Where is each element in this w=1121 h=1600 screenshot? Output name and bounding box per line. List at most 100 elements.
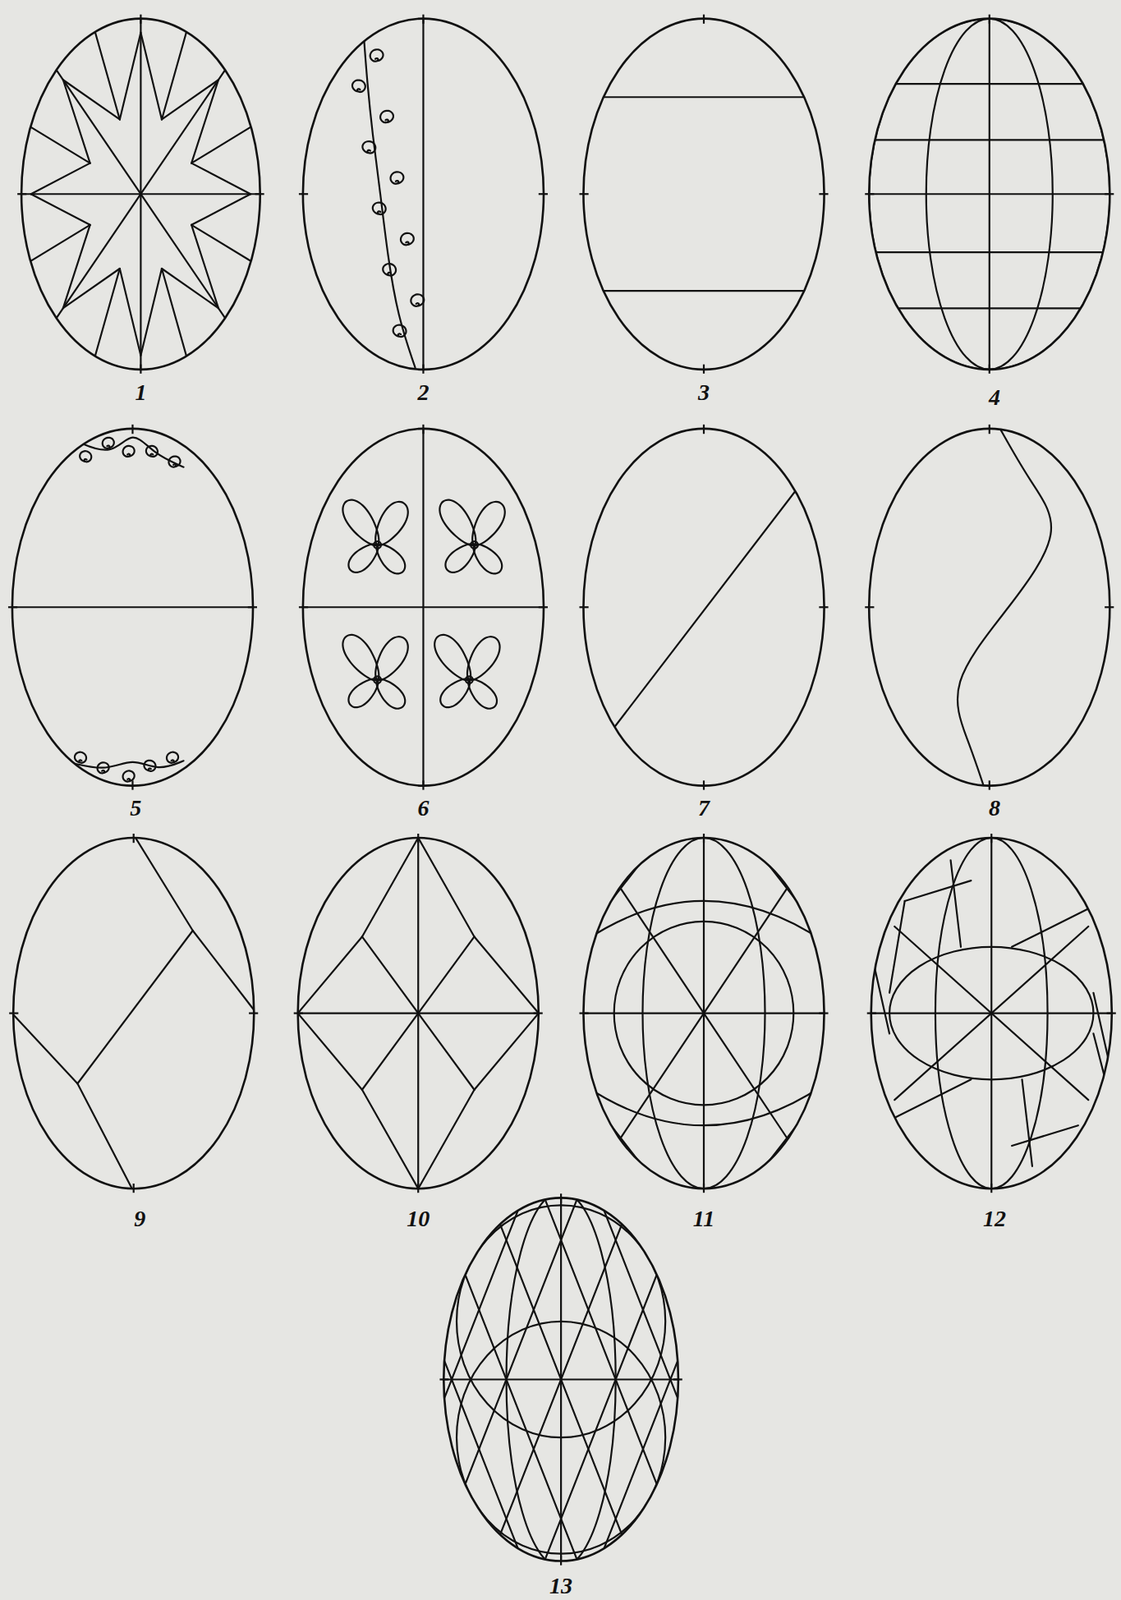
egg-outline-pattern	[859, 829, 1121, 1197]
ornament-line	[571, 96, 837, 98]
ornament-line	[74, 752, 87, 763]
axis-tick	[298, 606, 308, 608]
axis-tick	[702, 364, 705, 374]
egg-outline-pattern	[362, 1151, 760, 1600]
ornament-line	[362, 1013, 419, 1090]
ornament-line	[119, 268, 142, 356]
ornament-line	[373, 541, 382, 549]
axis-tick	[988, 424, 991, 434]
ornament-line	[871, 951, 890, 1034]
figure-number: 2	[417, 381, 429, 405]
egg-ornament	[571, 14, 837, 374]
ornament-line	[1011, 1125, 1079, 1146]
ornament-line	[63, 79, 91, 163]
axis-tick	[1107, 1011, 1117, 1014]
ornament-line	[375, 501, 409, 546]
egg-outline-pattern	[15, 9, 267, 379]
axis-tick	[990, 833, 993, 843]
ornament-line	[957, 422, 1052, 794]
ornament-line	[856, 192, 1121, 195]
egg-outline	[583, 18, 824, 370]
figure-number: 8	[988, 796, 1001, 820]
axis-tick	[702, 1183, 705, 1193]
ornament-line	[362, 1151, 542, 1600]
axis-tick	[248, 606, 258, 608]
ornament-line	[140, 32, 162, 120]
ornament-line	[376, 679, 406, 709]
egg-ornament	[578, 424, 828, 791]
axis-tick	[867, 1011, 877, 1014]
ornament-line	[342, 500, 379, 546]
ornament-line	[951, 859, 961, 947]
figure-number: 6	[417, 796, 429, 820]
ornament-line	[382, 263, 396, 276]
ornament-line	[410, 294, 424, 306]
ornament-line	[376, 544, 406, 575]
egg-outline-pattern	[856, 10, 1121, 378]
ornament-line	[191, 79, 219, 163]
axis-tick	[131, 424, 134, 434]
figure-number: 1	[134, 381, 147, 405]
axis-tick	[139, 14, 142, 24]
figure-number: 10	[406, 1207, 430, 1231]
axis-tick	[818, 192, 828, 195]
egg-outline	[583, 428, 824, 786]
egg-outline	[303, 428, 544, 786]
axis-tick	[988, 780, 991, 790]
axis-tick	[17, 192, 27, 195]
figure-number: 9	[133, 1207, 146, 1231]
axis-tick	[702, 833, 705, 843]
axis-tick	[990, 1183, 993, 1193]
figure-number: 7	[698, 796, 710, 820]
ornament-line	[468, 679, 497, 709]
egg-outline-pattern	[0, 424, 266, 791]
egg-outline-pattern	[571, 14, 837, 374]
axis-tick	[818, 1011, 828, 1014]
ornament-line	[390, 171, 405, 184]
axis-tick	[560, 1193, 562, 1204]
axis-tick	[439, 1378, 449, 1380]
egg-outline	[298, 837, 539, 1189]
axis-tick	[298, 192, 308, 195]
ornament-line	[63, 268, 120, 308]
axis-tick	[255, 192, 265, 195]
egg-ornament	[290, 420, 556, 795]
ornament-line	[140, 268, 162, 356]
axis-tick	[864, 606, 874, 608]
axis-tick	[578, 192, 589, 195]
ornament-line	[15, 192, 142, 195]
axis-tick	[560, 1555, 562, 1566]
figure-number: 3	[698, 381, 710, 405]
ornament-line	[703, 875, 796, 1014]
ornament-line	[370, 49, 384, 61]
ornament-line	[133, 834, 193, 931]
ornament-line	[290, 606, 556, 608]
ornament-line	[0, 606, 266, 608]
axis-tick	[139, 364, 142, 374]
ornament-line	[445, 543, 475, 573]
axis-tick	[133, 833, 135, 843]
ornament-line	[606, 477, 806, 737]
axis-tick	[133, 1183, 135, 1193]
ornament-line	[52, 193, 142, 325]
egg-ornament	[362, 1151, 760, 1600]
ornament-line	[191, 225, 219, 308]
axis-tick	[422, 424, 424, 434]
ornament-line	[362, 1151, 542, 1600]
ornament-line	[583, 1084, 824, 1126]
ornament-line	[31, 193, 91, 226]
ornament-line	[1093, 992, 1112, 1075]
ornament-line	[342, 634, 379, 680]
axis-tick	[248, 1011, 258, 1014]
axis-tick	[578, 606, 589, 608]
ornament-line	[611, 1013, 704, 1152]
egg-ornament	[571, 829, 837, 1197]
axis-tick	[538, 192, 548, 195]
axis-tick	[8, 606, 18, 608]
ornament-line	[467, 636, 501, 680]
ornament-line	[703, 1013, 796, 1152]
ornament-line	[856, 251, 1121, 253]
ornament-line	[418, 1013, 474, 1090]
axis-tick	[533, 1011, 543, 1014]
